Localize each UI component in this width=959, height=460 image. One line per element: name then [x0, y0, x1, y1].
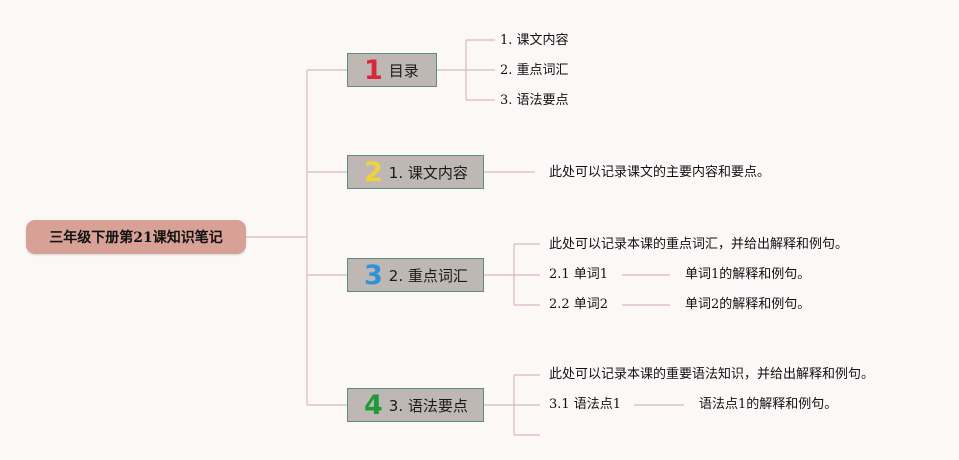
root-label: 三年级下册第21课知识笔记 — [49, 230, 223, 246]
branch-node-grammar[interactable]: 4 3. 语法要点 — [347, 388, 484, 422]
leaf-word-1-detail[interactable]: 单词1的解释和例句。 — [685, 267, 811, 282]
leaf-toc-3[interactable]: 3. 语法要点 — [500, 93, 569, 108]
leaf-toc-2[interactable]: 2. 重点词汇 — [500, 63, 569, 78]
number-3-icon: 3 — [364, 259, 383, 291]
branch-label: 2. 重点词汇 — [388, 266, 468, 285]
number-2-icon: 2 — [364, 156, 383, 188]
leaf-vocabulary-note[interactable]: 此处可以记录本课的重点词汇，并给出解释和例句。 — [549, 237, 849, 252]
branch-label: 目录 — [388, 61, 419, 80]
leaf-grammar-note[interactable]: 此处可以记录本课的重要语法知识，并给出解释和例句。 — [549, 367, 875, 382]
number-4-icon: 4 — [364, 389, 383, 421]
branch-node-vocabulary[interactable]: 3 2. 重点词汇 — [347, 258, 484, 292]
leaf-toc-1[interactable]: 1. 课文内容 — [500, 33, 569, 48]
root-node[interactable]: 三年级下册第21课知识笔记 — [26, 220, 246, 254]
branch-label: 1. 课文内容 — [388, 163, 468, 182]
branch-node-text-content[interactable]: 2 1. 课文内容 — [347, 155, 484, 189]
number-1-icon: 1 — [364, 54, 383, 86]
leaf-word-2-detail[interactable]: 单词2的解释和例句。 — [685, 297, 811, 312]
branch-node-toc[interactable]: 1 目录 — [347, 53, 437, 87]
leaf-grammar-point-1-detail[interactable]: 语法点1的解释和例句。 — [699, 397, 838, 412]
leaf-word-2[interactable]: 2.2 单词2 — [549, 297, 609, 312]
leaf-text-content-note[interactable]: 此处可以记录课文的主要内容和要点。 — [549, 165, 771, 180]
leaf-grammar-point-1[interactable]: 3.1 语法点1 — [549, 397, 622, 412]
branch-label: 3. 语法要点 — [388, 396, 468, 415]
leaf-word-1[interactable]: 2.1 单词1 — [549, 267, 609, 282]
